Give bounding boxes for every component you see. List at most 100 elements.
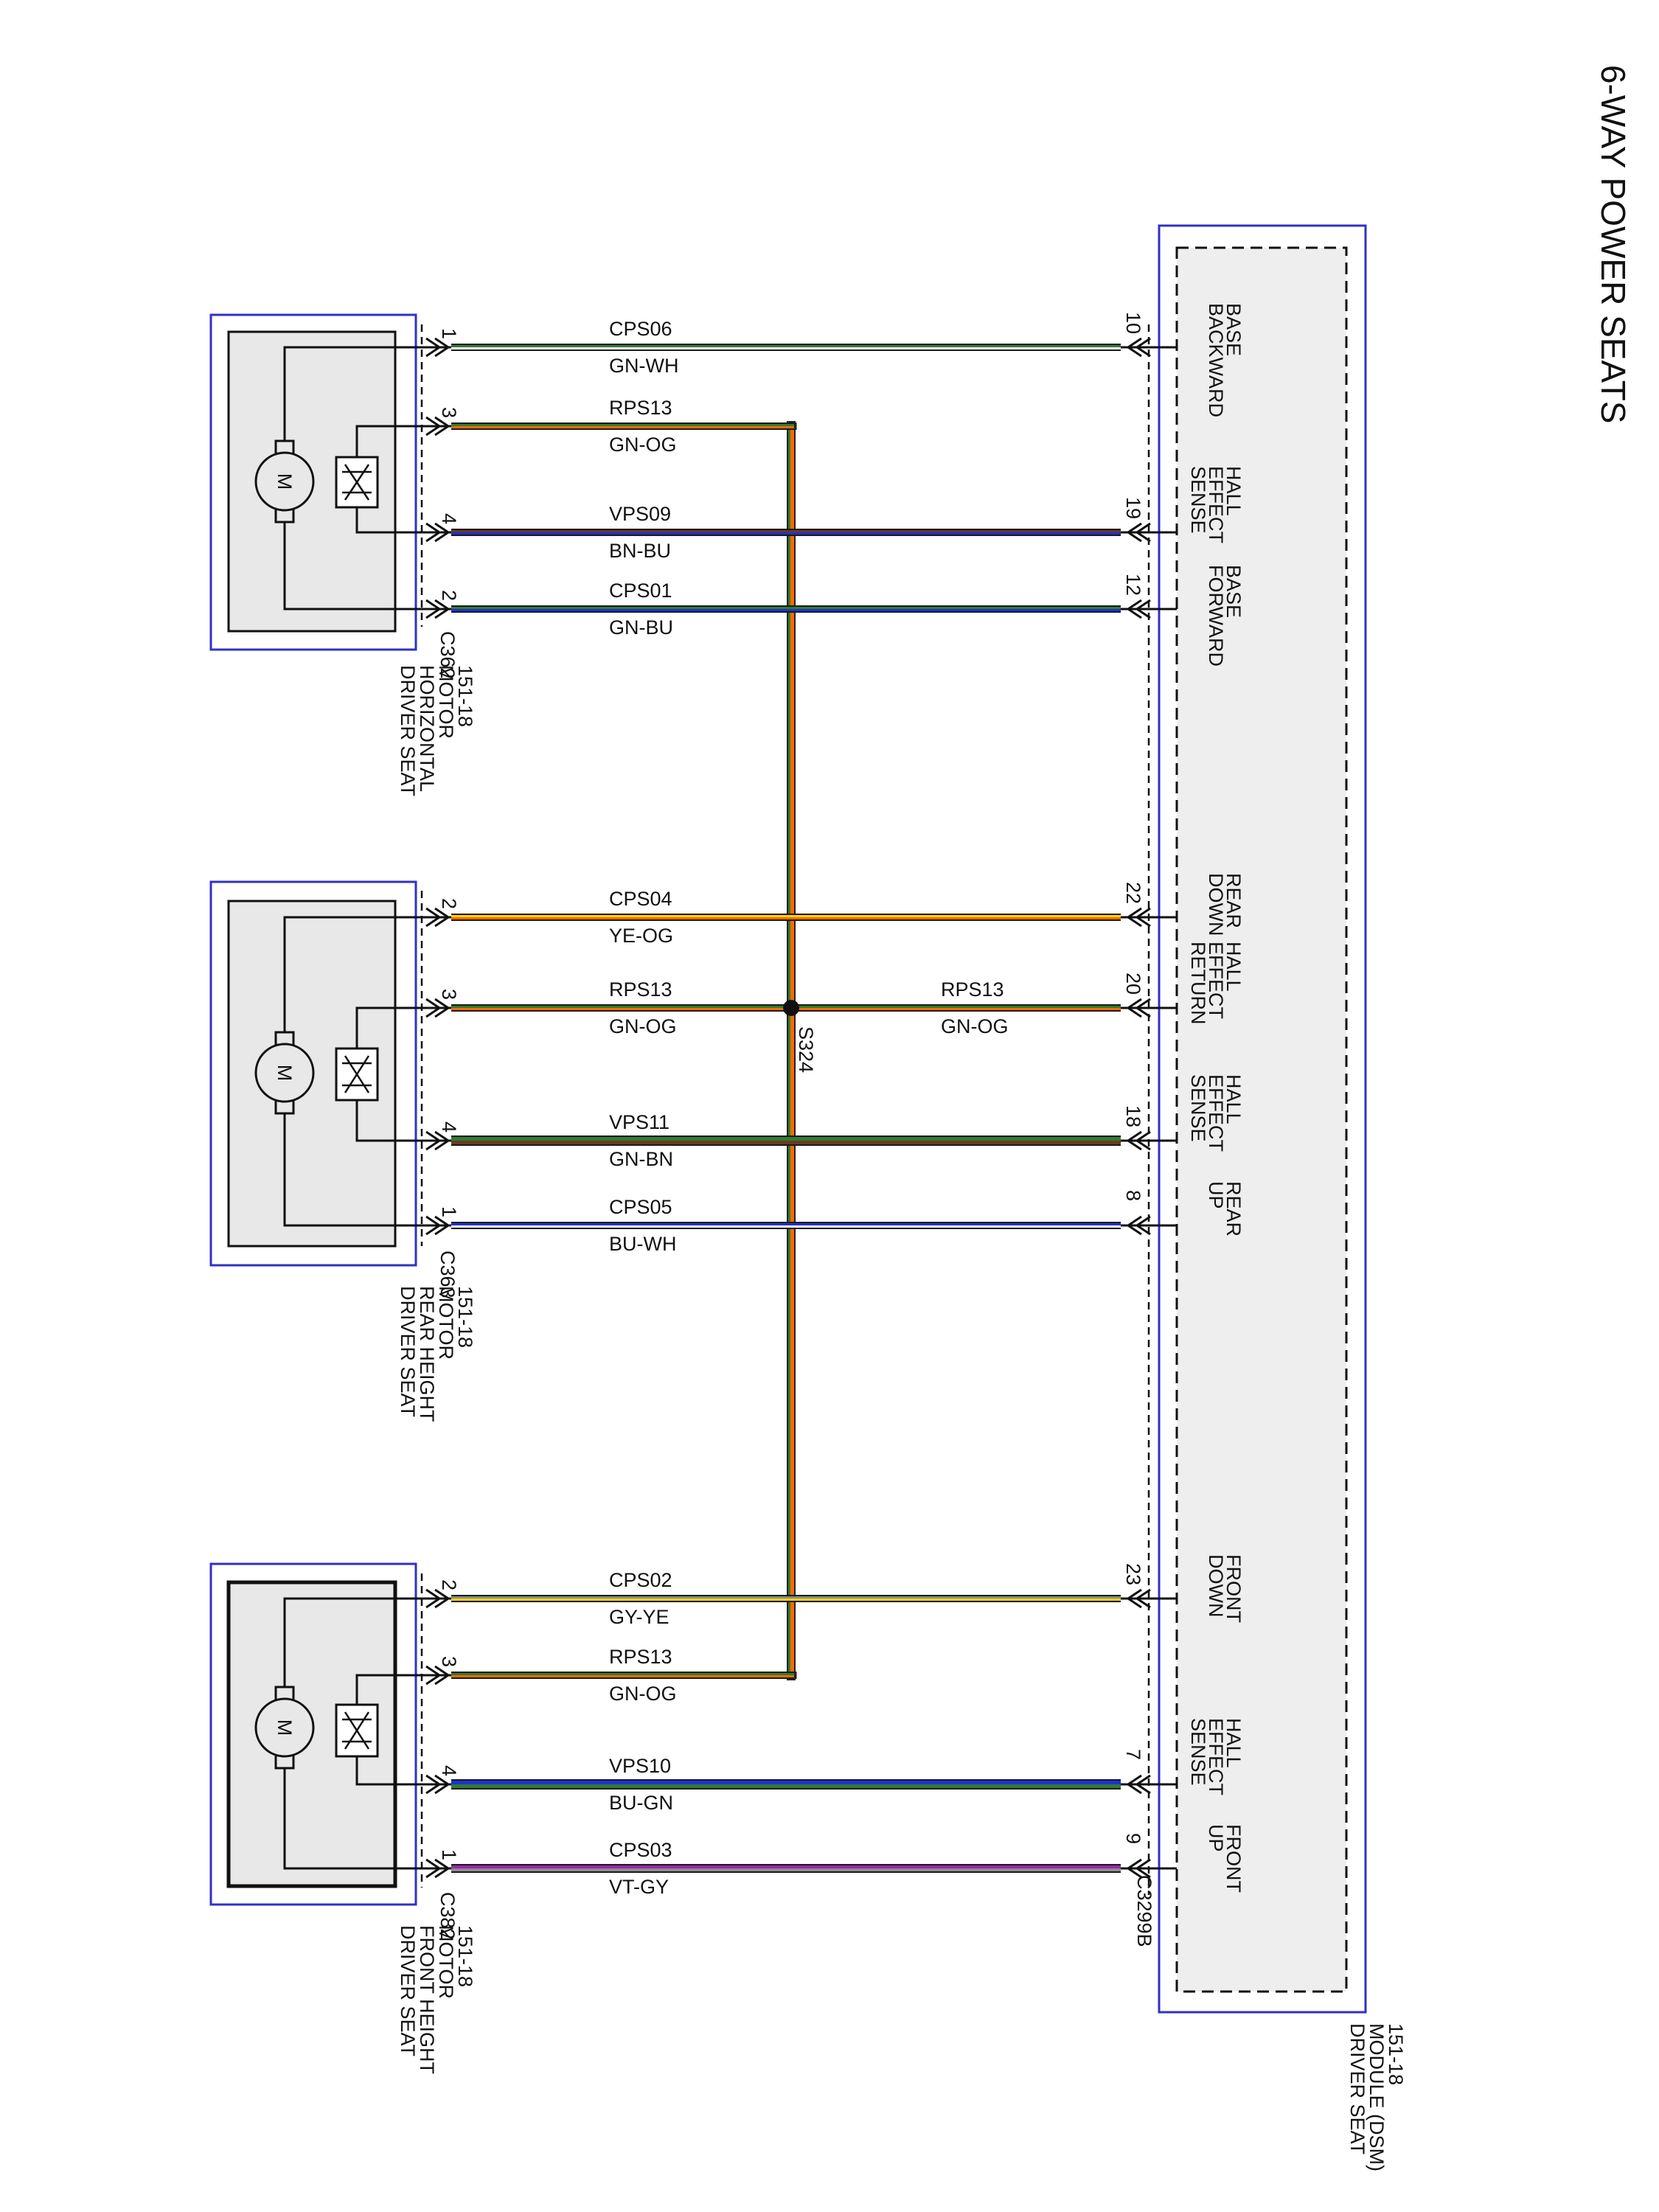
motor-outline: [209, 313, 417, 651]
wire-color-base: [451, 345, 1121, 347]
circuit-label: RPS13: [609, 1646, 672, 1668]
module-function-label: BASE: [1222, 303, 1245, 356]
module-pin-number: 22: [1122, 882, 1144, 904]
motor-pin-number: 4: [438, 1765, 460, 1776]
motor-connector-label: C382: [437, 1892, 459, 1940]
motor-symbol: [254, 1043, 315, 1103]
front-height-motor: M C382 DRIVER SEAT FRONT HEIGHT MOTOR 15…: [209, 1562, 476, 2079]
wire-color-stripe: [451, 1868, 1121, 1871]
module-name: DRIVER SEAT MODULE (DSM) 151-18: [1346, 2023, 1407, 2177]
wire-color-base: [451, 1596, 1121, 1599]
motor-connector-pin-icon: [425, 599, 451, 619]
color-code-label-right: GN-OG: [941, 1015, 1009, 1037]
motor-connector-pin-icon: [425, 1665, 451, 1686]
rear-height-motor: M C363 DRIVER SEAT REAR HEIGHT MOTOR 151…: [209, 880, 476, 1427]
module-function-label: BACKWARD: [1205, 303, 1227, 417]
motor-pin-number: 2: [438, 590, 460, 601]
motor-connector-label: C363: [437, 1251, 459, 1298]
bus-stripe-orange: [790, 422, 794, 1679]
circuit-label: VPS10: [609, 1755, 671, 1777]
module-function-label: EFFECT: [1205, 466, 1227, 543]
motor-connector-pin-icon: [425, 1774, 451, 1795]
motor-name-line: DRIVER SEAT: [397, 1286, 419, 1417]
splice-label: S324: [795, 1026, 817, 1073]
motor-name-line: DRIVER SEAT: [397, 1925, 419, 2056]
wire-color-base: [451, 915, 1121, 917]
motor-connector-label: C362: [437, 631, 459, 679]
module-function-label: RETURN: [1187, 942, 1209, 1025]
motor-symbol-label: M: [274, 1719, 296, 1736]
motor-name: DRIVER SEAT FRONT HEIGHT MOTOR 151-18: [397, 1925, 476, 2079]
hall-sensor-glyph: [342, 464, 372, 501]
horizontal-motor: M C362 DRIVER SEAT HORIZONTAL MOTOR 151-…: [209, 313, 476, 796]
module-function-label: HALL: [1222, 466, 1245, 516]
module-function-label: FRONT: [1222, 1554, 1245, 1623]
motor-connector-pin-icon: [425, 416, 451, 437]
circuit-label-right: RPS13: [941, 978, 1004, 1001]
module-function-label: HALL: [1222, 1718, 1245, 1768]
color-code-label: GY-YE: [609, 1606, 669, 1628]
wire-color-base: [451, 1137, 1121, 1141]
motor-pin-number: 1: [438, 1206, 460, 1217]
motor-connector-pin-icon: [425, 522, 451, 543]
module-function-label: SENSE: [1187, 1074, 1209, 1142]
motor-internal-wiring: [283, 346, 441, 611]
motor-name-line: 151-18: [454, 665, 476, 727]
motor-connector-pin-icon: [425, 337, 451, 358]
module-outline: [1158, 224, 1367, 2014]
circuit-label: RPS13: [609, 978, 672, 1001]
wire-color-base: [451, 1781, 1121, 1784]
module-function-label: EFFECT: [1205, 942, 1227, 1019]
color-code-label: BU-WH: [609, 1233, 676, 1255]
color-code-label: YE-OG: [609, 925, 673, 947]
wire-color-base: [451, 1865, 1121, 1868]
wire-color-stripe: [451, 532, 1121, 535]
motor-name-line: MOTOR: [435, 1925, 457, 1999]
module-connector-label: C3299B: [1133, 1875, 1155, 1947]
module-function-label: BASE: [1222, 565, 1245, 618]
motor-pin-number: 2: [438, 898, 460, 909]
module-function-label: REAR: [1222, 1181, 1245, 1237]
motor-connector-pin-icon: [425, 1858, 451, 1879]
module-function-label: HALL: [1222, 942, 1245, 992]
module-function-label: EFFECT: [1205, 1074, 1227, 1152]
circuit-label: CPS01: [609, 580, 672, 602]
module-connector-pin-icon: [1126, 1130, 1151, 1151]
module-connector-pin-icon: [1126, 1858, 1151, 1879]
module-connector-pin-icon: [1126, 1774, 1151, 1795]
module-function-label: EFFECT: [1205, 1718, 1227, 1795]
motor-pin-number: 3: [438, 407, 460, 418]
wire-color-base: [451, 424, 794, 426]
motor-outline: [209, 880, 417, 1267]
color-code-label: VT-GY: [609, 1876, 669, 1898]
module-connector-pin-icon: [1126, 522, 1151, 543]
motor-name-line: 151-18: [454, 1286, 476, 1348]
motor-pin-number: 1: [438, 328, 460, 339]
module-function-label: DOWN: [1205, 873, 1227, 936]
module-connector-pin-icon: [1126, 337, 1151, 358]
circuit-label: CPS04: [609, 888, 672, 910]
module-name-line: MODULE (DSM): [1366, 2023, 1388, 2171]
color-code-label: GN-WH: [609, 355, 678, 377]
motor-internal-wiring: [283, 916, 441, 1227]
motor-name-line: DRIVER SEAT: [397, 665, 419, 796]
wire-color-stripe: [451, 609, 1121, 611]
wire-color-base: [451, 1673, 794, 1675]
rps13-bus: [787, 421, 796, 1680]
bus-stripe-green: [788, 422, 790, 1679]
wire-color-stripe: [451, 1141, 1121, 1144]
motor-name: DRIVER SEAT REAR HEIGHT MOTOR 151-18: [397, 1286, 476, 1427]
motor-name-line: MOTOR: [435, 665, 457, 739]
hall-sensor-glyph: [342, 1055, 372, 1093]
color-code-label: GN-OG: [609, 1683, 677, 1705]
module-function-label: FRONT: [1222, 1824, 1245, 1893]
motor-name-line: HORIZONTAL: [416, 665, 438, 792]
module-pin-number: 23: [1122, 1563, 1144, 1585]
